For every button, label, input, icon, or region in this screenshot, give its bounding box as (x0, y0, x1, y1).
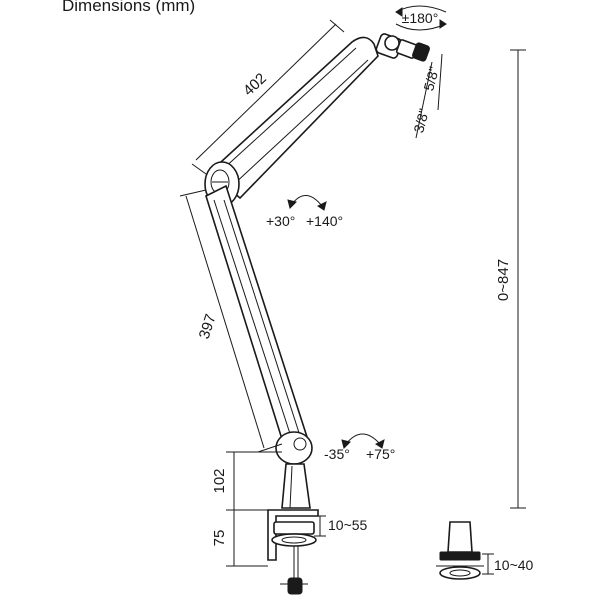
base-rotation-label-b: +75° (366, 446, 395, 462)
base-rotation-label-a: -35° (324, 446, 350, 462)
dimension-pole-height (226, 451, 282, 511)
head-rotation-label: ±180° (402, 10, 439, 26)
dimension-lower-arm (179, 189, 283, 453)
thread-large-label: 5/8" (420, 65, 442, 93)
grommet-range-label: 10~40 (494, 557, 534, 573)
lower-arm (205, 184, 309, 454)
clamp-range-label: 10~55 (328, 517, 368, 533)
grommet-mount (436, 521, 484, 580)
desk-clamp (267, 509, 319, 595)
elbow-rotation-indicator (287, 195, 327, 211)
base-pivot (275, 431, 313, 465)
dimension-clamp-height (226, 510, 268, 567)
lower-arm-length-label: 397 (196, 312, 220, 341)
dimension-grommet-range (482, 553, 494, 575)
upper-arm-length-label: 402 (240, 70, 270, 100)
mount-post (281, 463, 311, 509)
base-rotation-indicator (341, 433, 385, 449)
mic-mount-head (375, 33, 430, 62)
clamp-height-label: 75 (211, 530, 228, 547)
dimension-clamp-range (314, 515, 326, 537)
head-rotation-indicator (395, 5, 447, 31)
total-height-label: 0~847 (495, 259, 512, 301)
dimension-upper-arm (191, 19, 345, 175)
dimension-total-height (510, 49, 526, 509)
pole-height-label: 102 (211, 468, 228, 493)
dimension-thread (415, 53, 443, 139)
elbow-rotation-label-b: +140° (306, 213, 343, 229)
thread-small-label: 3/8" (410, 107, 432, 135)
elbow-rotation-label-a: +30° (266, 213, 295, 229)
diagram-title: Dimensions (mm) (62, 0, 196, 15)
